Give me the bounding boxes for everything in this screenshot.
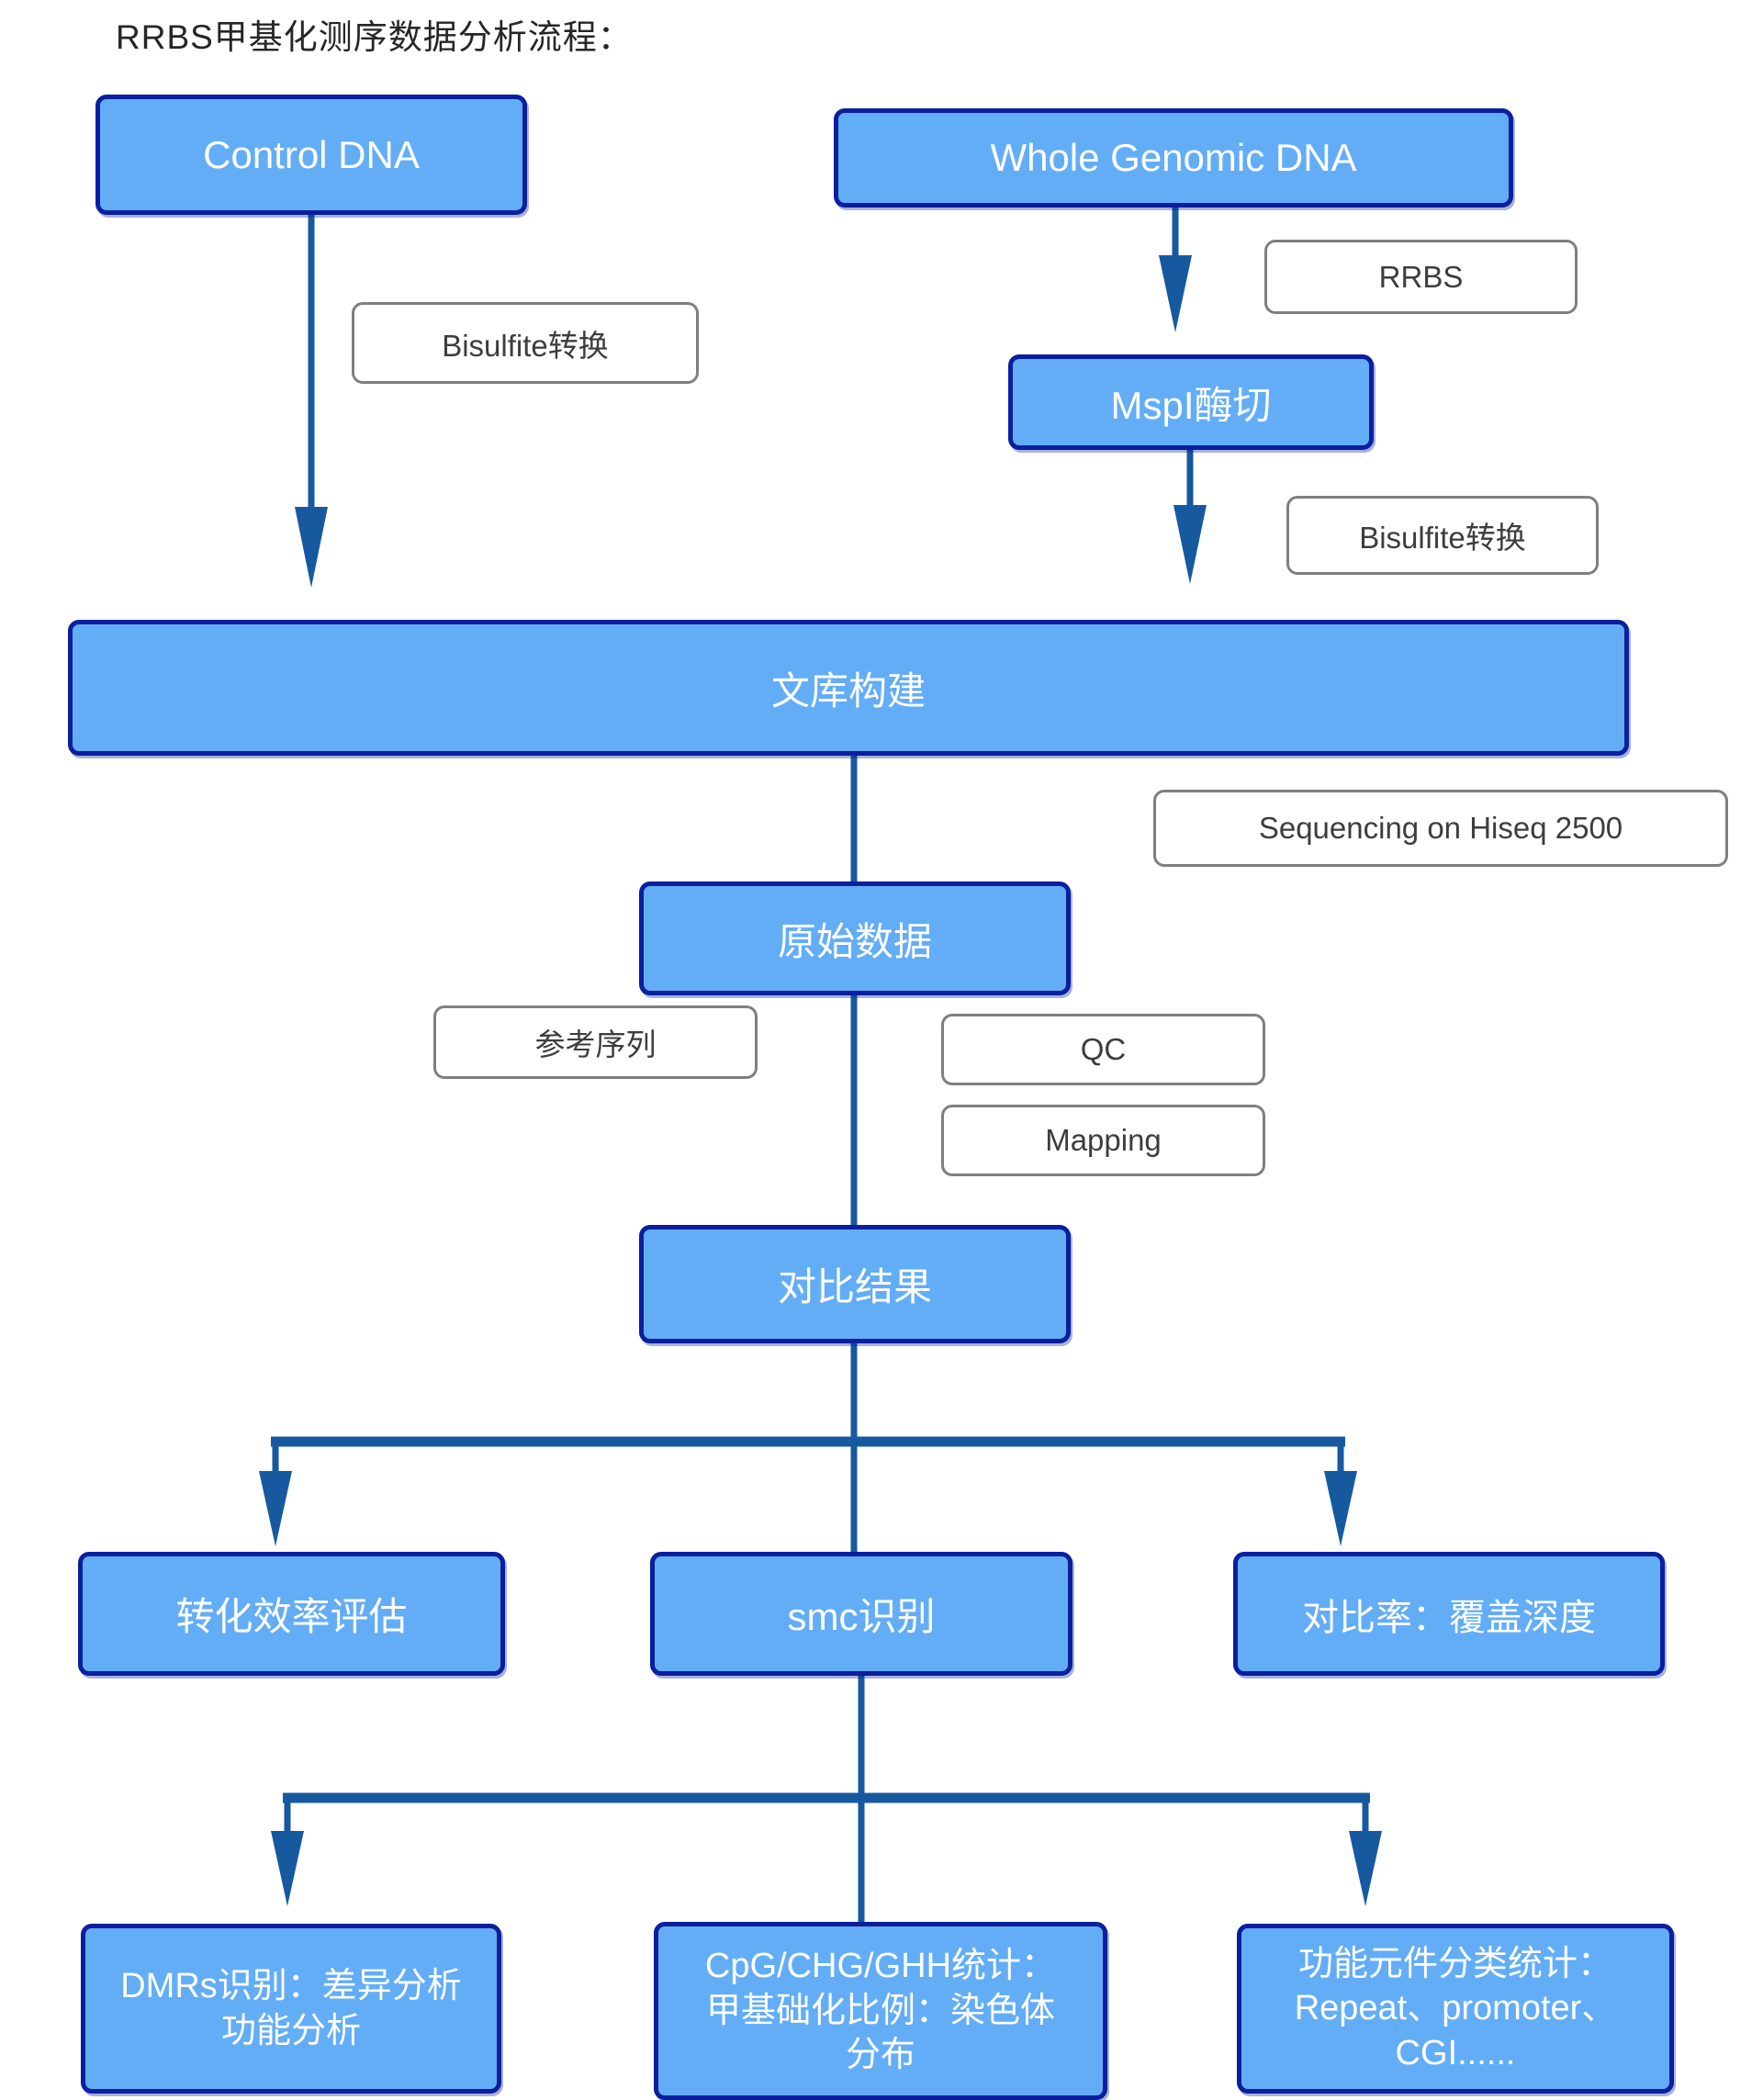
- arrowhead-control-to-library: [295, 507, 328, 588]
- label-rrbs: RRBS: [1264, 240, 1578, 314]
- node-cpg-stats: CpG/CHG/GHH统计： 甲基础化比例：染色体 分布: [654, 1922, 1107, 2100]
- node-alignment-result: 对比结果: [639, 1225, 1071, 1343]
- node-functional-stats: 功能元件分类统计： Repeat、promoter、 CGI......: [1237, 1924, 1674, 2094]
- arrowhead-to-dmrs: [271, 1831, 304, 1906]
- node-dmrs: DMRs识别：差异分析 功能分析: [81, 1924, 501, 2094]
- label-reference-seq: 参考序列: [433, 1005, 758, 1079]
- node-conversion-eval: 转化效率评估: [78, 1552, 505, 1676]
- node-whole-genomic-dna: Whole Genomic DNA: [834, 108, 1513, 208]
- arrowhead-wgd-to-mspi: [1159, 255, 1192, 332]
- node-mapping-rate: 对比率：覆盖深度: [1233, 1552, 1665, 1676]
- node-raw-data: 原始数据: [639, 882, 1071, 995]
- node-control-dna: Control DNA: [95, 95, 527, 215]
- page-title: RRBS甲基化测序数据分析流程：: [116, 18, 633, 56]
- node-library-build: 文库构建: [68, 620, 1629, 756]
- label-qc: QC: [941, 1014, 1265, 1085]
- arrowhead-to-mapping-rate: [1324, 1471, 1357, 1546]
- label-bisulfite-right: Bisulfite转换: [1286, 496, 1599, 575]
- arrowhead-to-functional: [1349, 1831, 1382, 1906]
- arrowhead-to-conversion-eval: [259, 1471, 292, 1546]
- label-mapping: Mapping: [941, 1105, 1265, 1176]
- label-bisulfite-left: Bisulfite转换: [352, 302, 699, 384]
- node-smc-identify: smc识别: [650, 1552, 1072, 1676]
- node-mspi-digestion: MspI酶切: [1008, 354, 1374, 450]
- label-sequencing: Sequencing on Hiseq 2500: [1153, 790, 1728, 867]
- arrowhead-mspi-to-library: [1173, 505, 1207, 584]
